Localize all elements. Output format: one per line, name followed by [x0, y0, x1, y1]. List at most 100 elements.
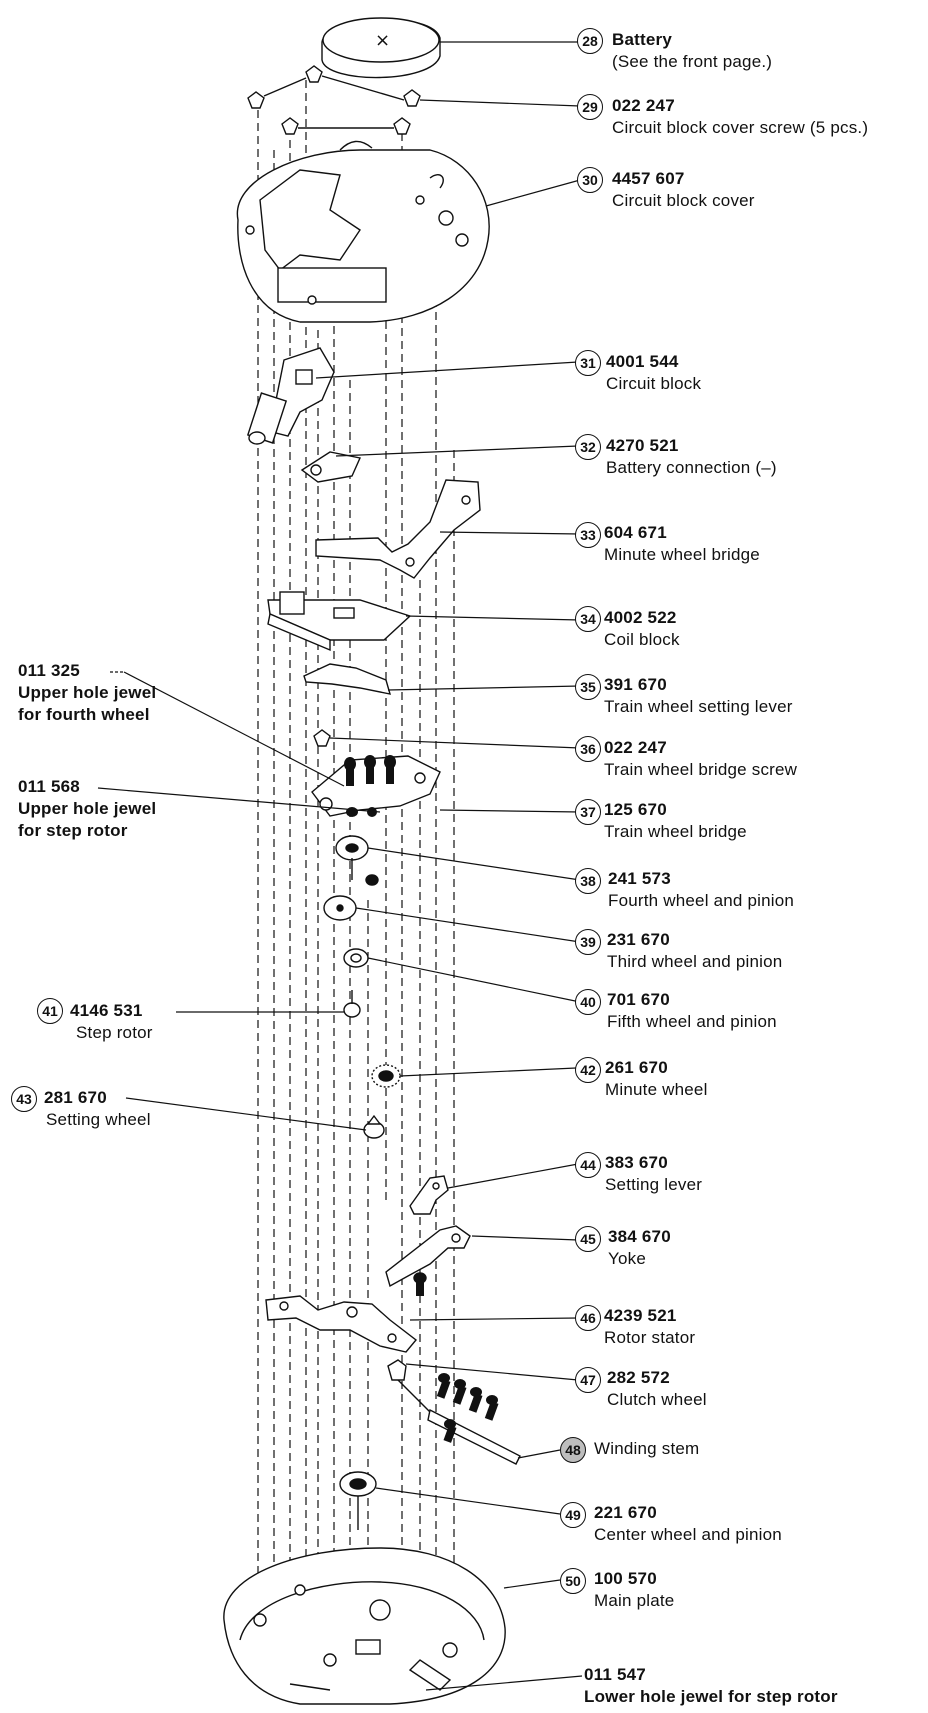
battery-mark: × [375, 30, 390, 51]
label-33: 604 671 Minute wheel bridge [604, 522, 760, 566]
label-41-code: 4146 531 [70, 1001, 143, 1020]
jewel-step-rotor-line1: Upper hole jewel [18, 799, 157, 818]
minute-wheel-bridge-part [315, 479, 481, 579]
label-42-code: 261 670 [605, 1058, 668, 1077]
label-38-name: Fourth wheel and pinion [608, 891, 795, 910]
label-39: 231 670 Third wheel and pinion [607, 929, 782, 973]
coil-block-part [267, 591, 412, 652]
callout-40: 40 [575, 989, 601, 1015]
label-40-name: Fifth wheel and pinion [607, 1012, 777, 1031]
label-46: 4239 521 Rotor stator [604, 1305, 695, 1349]
label-49: 221 670 Center wheel and pinion [594, 1502, 782, 1546]
setting-lever-part [409, 1175, 449, 1215]
label-48-name: Winding stem [594, 1439, 700, 1458]
label-41-name: Step rotor [76, 1023, 153, 1042]
label-30-name: Circuit block cover [612, 191, 755, 210]
label-33-name: Minute wheel bridge [604, 545, 760, 564]
circuit-block-cover-part [236, 140, 490, 323]
label-45: 384 670 Yoke [608, 1226, 671, 1270]
label-36: 022 247 Train wheel bridge screw [604, 737, 797, 781]
battery-part [321, 17, 441, 79]
callout-45: 45 [575, 1226, 601, 1252]
third-wheel-part [323, 895, 357, 921]
callout-48: 48 [560, 1437, 586, 1463]
label-43-code: 281 670 [44, 1088, 107, 1107]
label-29-name: Circuit block cover screw (5 pcs.) [612, 118, 869, 137]
label-45-code: 384 670 [608, 1227, 671, 1246]
callout-30: 30 [577, 167, 603, 193]
label-40-code: 701 670 [607, 990, 670, 1009]
stem-screws [436, 1373, 499, 1443]
callout-36: 36 [575, 736, 601, 762]
label-49-name: Center wheel and pinion [594, 1525, 782, 1544]
label-38-code: 241 573 [608, 869, 671, 888]
main-plate-part [223, 1547, 506, 1705]
label-40: 701 670 Fifth wheel and pinion [607, 989, 777, 1033]
label-35-code: 391 670 [604, 675, 667, 694]
label-28-note: (See the front page.) [612, 52, 773, 71]
label-47-name: Clutch wheel [607, 1390, 707, 1409]
fifth-wheel-part [343, 948, 369, 968]
label-47-code: 282 572 [607, 1368, 670, 1387]
label-28-name: Battery [612, 30, 672, 49]
callout-32: 32 [575, 434, 601, 460]
label-45-name: Yoke [608, 1249, 646, 1268]
callout-50: 50 [560, 1568, 586, 1594]
label-49-code: 221 670 [594, 1503, 657, 1522]
jewel-lower-step-rotor-line1: Lower hole jewel for step rotor [584, 1687, 838, 1706]
bridge-screw-part [313, 729, 331, 747]
label-42-name: Minute wheel [605, 1080, 708, 1099]
callout-39: 39 [575, 929, 601, 955]
jewel-step-rotor-label: 011 568 Upper hole jewel for step rotor [18, 776, 156, 842]
label-28: Battery (See the front page.) [612, 29, 772, 73]
minute-wheel-part [371, 1064, 401, 1088]
label-36-name: Train wheel bridge screw [604, 760, 798, 779]
setting-wheel-part [363, 1114, 385, 1139]
callout-28: 28 [577, 28, 603, 54]
label-32-name: Battery connection (–) [606, 458, 777, 477]
battery-connection-part [300, 451, 361, 483]
label-30: 4457 607 Circuit block cover [612, 168, 755, 212]
jewel-lower-step-rotor-code: 011 547 [584, 1665, 646, 1684]
label-29-code: 022 247 [612, 96, 675, 115]
callout-38: 38 [575, 868, 601, 894]
label-29: 022 247 Circuit block cover screw (5 pcs… [612, 95, 868, 139]
jewel-fourth-wheel-code: 011 325 [18, 661, 80, 680]
callout-42: 42 [575, 1057, 601, 1083]
callout-31: 31 [575, 350, 601, 376]
label-42: 261 670 Minute wheel [605, 1057, 708, 1101]
label-46-code: 4239 521 [604, 1306, 677, 1325]
label-31-code: 4001 544 [606, 352, 679, 371]
label-37: 125 670 Train wheel bridge [604, 799, 747, 843]
label-34-name: Coil block [604, 630, 680, 649]
label-34-code: 4002 522 [604, 608, 677, 627]
rotor-stator-part [265, 1295, 418, 1353]
label-43-name: Setting wheel [46, 1110, 151, 1129]
label-31: 4001 544 Circuit block [606, 351, 701, 395]
label-46-name: Rotor stator [604, 1328, 696, 1347]
callout-49: 49 [560, 1502, 586, 1528]
label-39-name: Third wheel and pinion [607, 952, 783, 971]
label-44-name: Setting lever [605, 1175, 703, 1194]
label-37-code: 125 670 [604, 800, 667, 819]
fourth-wheel-part [335, 835, 379, 886]
callout-37: 37 [575, 799, 601, 825]
callout-29: 29 [577, 94, 603, 120]
callout-44: 44 [575, 1152, 601, 1178]
jewel-fourth-wheel-line1: Upper hole jewel [18, 683, 157, 702]
jewel-fourth-wheel-line2: for fourth wheel [18, 705, 150, 724]
callout-33: 33 [575, 522, 601, 548]
jewel-step-rotor-code: 011 568 [18, 777, 80, 796]
label-50-name: Main plate [594, 1591, 675, 1610]
label-48: Winding stem [594, 1438, 699, 1460]
label-32-code: 4270 521 [606, 436, 679, 455]
train-wheel-bridge-part [311, 755, 441, 817]
jewel-lower-step-rotor-label: 011 547 Lower hole jewel for step rotor [584, 1664, 838, 1708]
callout-35: 35 [575, 674, 601, 700]
label-36-code: 022 247 [604, 738, 667, 757]
label-33-code: 604 671 [604, 523, 667, 542]
label-32: 4270 521 Battery connection (–) [606, 435, 777, 479]
center-wheel-part [339, 1471, 377, 1530]
label-44-code: 383 670 [605, 1153, 668, 1172]
